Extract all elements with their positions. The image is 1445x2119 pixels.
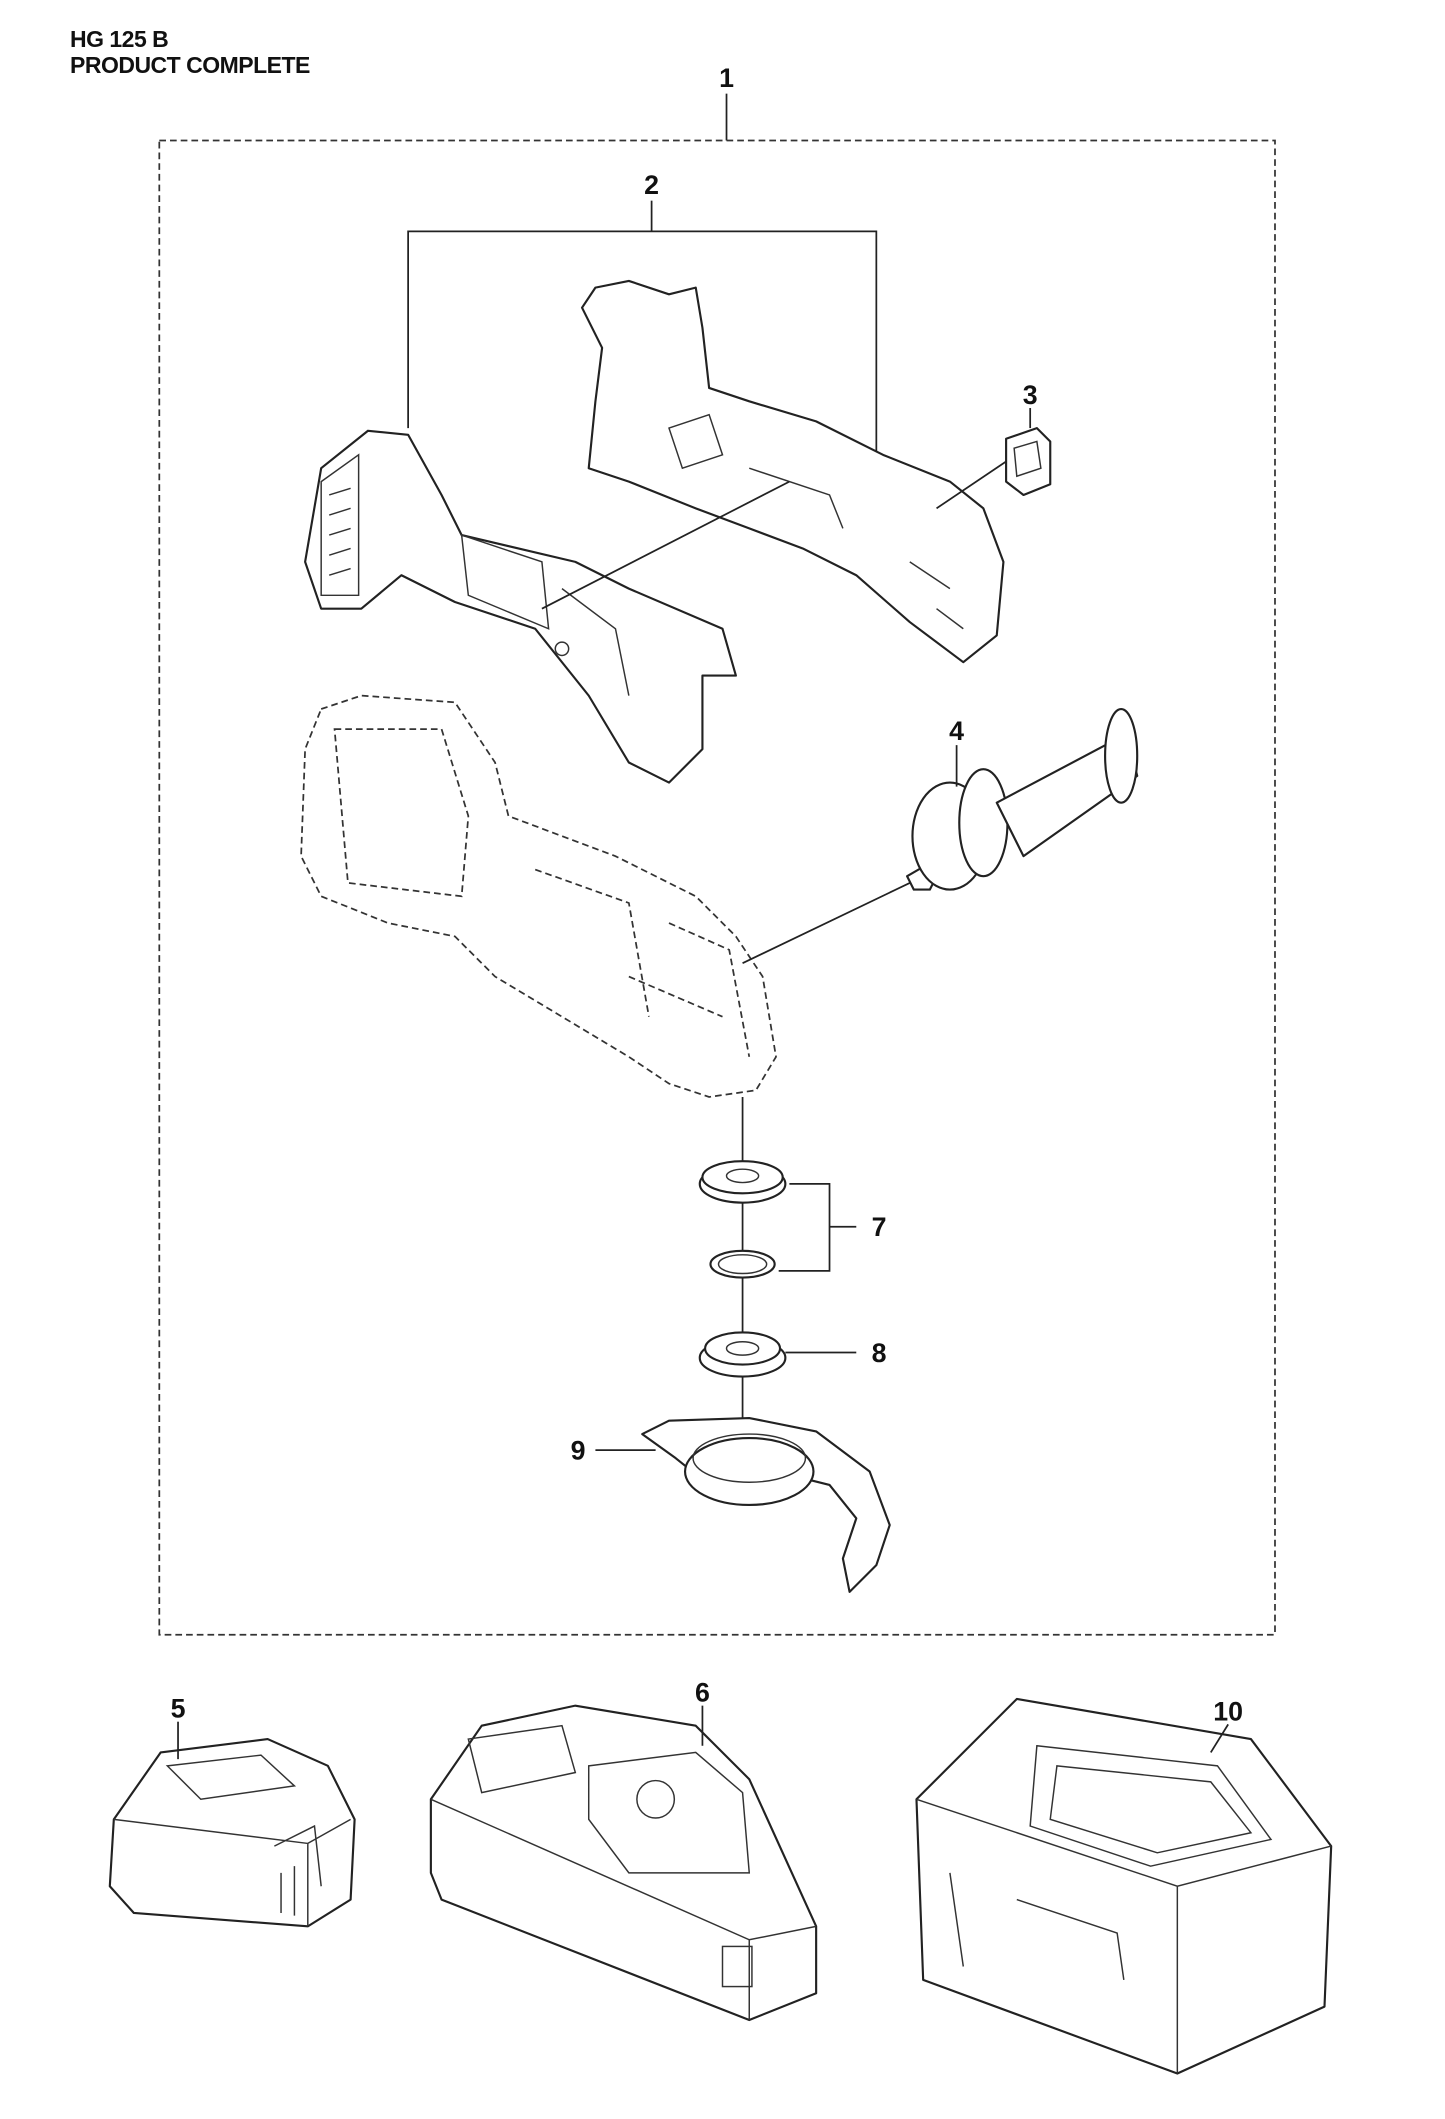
callout-1[interactable]: 1 [719,63,734,93]
switch-part-3[interactable] [1005,427,1052,497]
callout-7[interactable]: 7 [872,1212,887,1242]
flange-part-7[interactable] [698,1160,787,1279]
callout-9[interactable]: 9 [571,1435,586,1465]
callout-3[interactable]: 3 [1023,380,1038,410]
callout-6[interactable]: 6 [695,1678,710,1708]
auxiliary-handle[interactable] [906,707,1139,891]
housing-left-half[interactable] [304,429,737,784]
model-title: HG 125 B [70,26,169,52]
carrying-case[interactable] [915,1697,1333,2075]
assembly-boundary [158,139,1276,1636]
callout-8[interactable]: 8 [872,1338,887,1368]
wheel-guard-part-9[interactable] [641,1416,891,1593]
flange-nut-part-8[interactable] [698,1331,787,1378]
callout-5[interactable]: 5 [171,1694,186,1724]
battery-pack[interactable] [108,1738,356,1928]
housing-right-half[interactable] [580,279,1005,664]
callout-2[interactable]: 2 [644,170,659,200]
section-title: PRODUCT COMPLETE [70,52,310,78]
callout-10[interactable]: 10 [1213,1696,1243,1726]
callout-4[interactable]: 4 [949,716,964,746]
grinder-body-outline [300,694,777,1098]
leader-2 [407,230,878,455]
battery-charger[interactable] [429,1704,818,2022]
